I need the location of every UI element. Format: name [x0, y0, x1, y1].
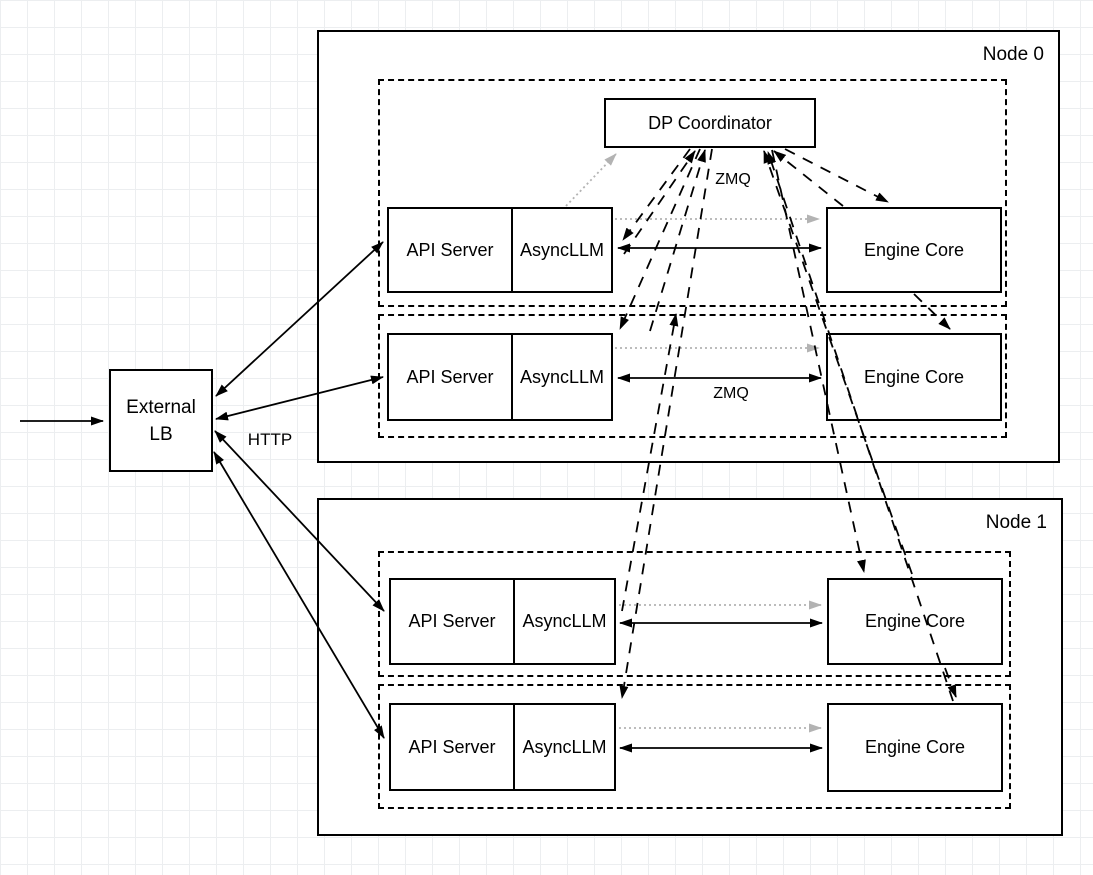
asyncllm-label: AsyncLLM: [511, 209, 611, 291]
asyncllm-label: AsyncLLM: [511, 335, 611, 419]
node1-rank0-api-server-box: API Server AsyncLLM: [389, 578, 616, 665]
node1-rank1-api-server-box: API Server AsyncLLM: [389, 703, 616, 791]
api-server-label: API Server: [408, 611, 496, 631]
dp-coordinator-box: DP Coordinator: [604, 98, 816, 148]
node1-label: Node 1: [985, 512, 1047, 533]
node0-rank0-api-server-box: API Server AsyncLLM: [387, 207, 613, 293]
node0-rank0-engine-core-box: Engine Core: [826, 207, 1002, 293]
api-server-label: API Server: [408, 736, 496, 757]
node0-rank1-engine-core-box: Engine Core: [826, 333, 1002, 421]
asyncllm-label: AsyncLLM: [513, 705, 614, 789]
api-server-label: API Server: [406, 239, 494, 260]
asyncllm-label: AsyncLLM: [513, 580, 614, 663]
node1-rank1-engine-core-box: Engine Core: [827, 703, 1003, 792]
node0-label: Node 0: [982, 44, 1044, 65]
node0-rank1-api-server-box: API Server AsyncLLM: [387, 333, 613, 421]
external-lb-label-line2: LB: [149, 423, 173, 445]
api-server-label: API Server: [406, 366, 494, 387]
node1-rank0-engine-core-box: Engine Core: [827, 578, 1003, 665]
zmq-engine-edge-label: ZMQ: [713, 385, 749, 402]
external-lb-label-line1: External: [126, 396, 196, 418]
zmq-coordinator-edge-label: ZMQ: [715, 171, 751, 188]
http-edge-label: HTTP: [247, 430, 293, 449]
external-lb-box: External LB: [109, 369, 213, 472]
